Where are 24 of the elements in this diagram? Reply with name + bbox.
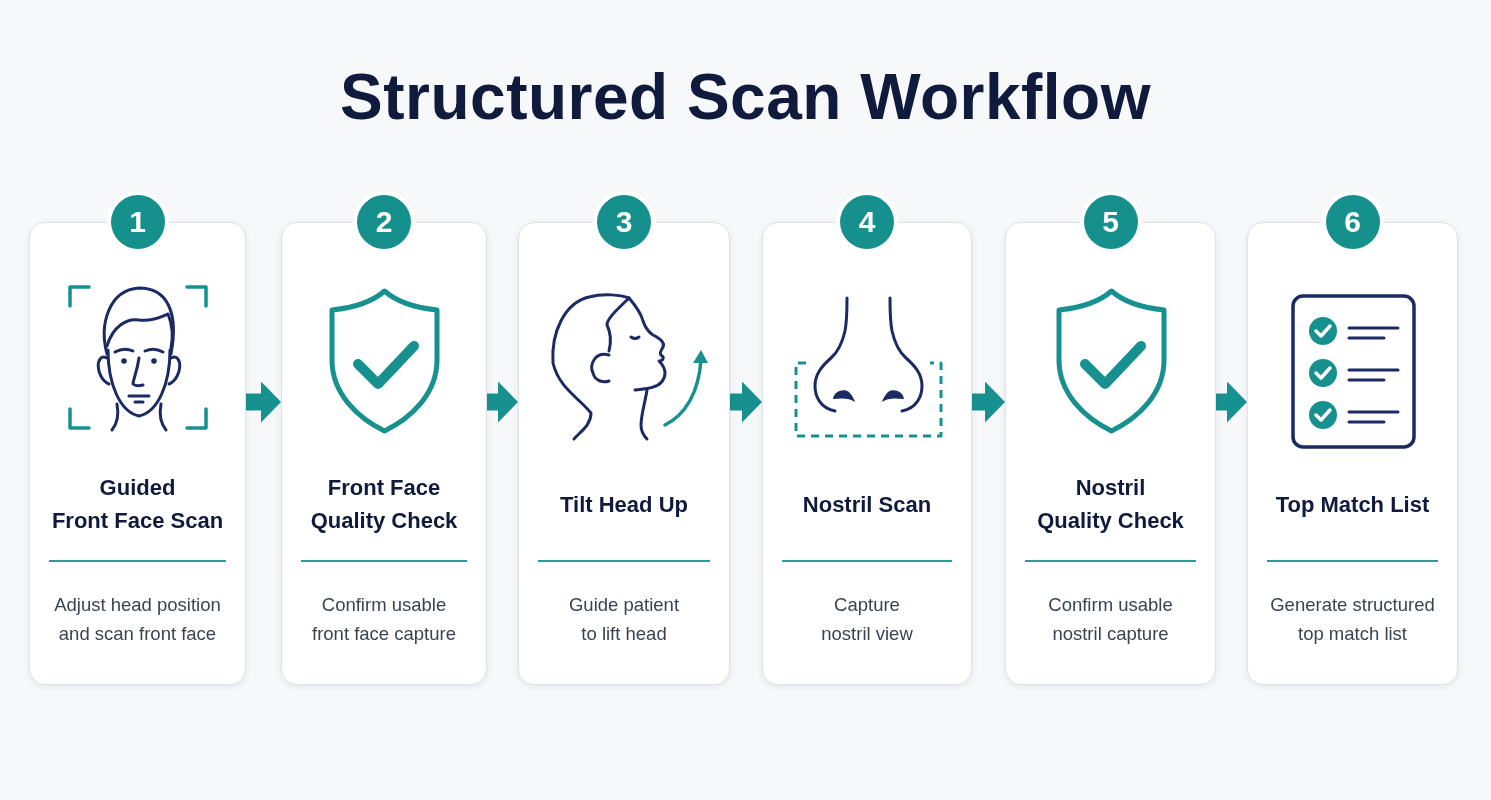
step-title: Nostril Quality Check	[1037, 474, 1184, 535]
step-description: Generate structured top match list	[1270, 593, 1435, 646]
step-title: Front Face Quality Check	[310, 474, 458, 535]
step-title: Top Match List	[1275, 490, 1430, 519]
diagram-title: Structured Scan Workflow	[340, 61, 1151, 133]
arrow	[972, 381, 1005, 423]
step-title: Tilt Head Up	[560, 490, 688, 519]
step-number: 3	[597, 195, 651, 249]
step-number: 6	[1325, 195, 1380, 249]
arrow	[487, 381, 518, 423]
step-number: 1	[110, 195, 165, 249]
arrow	[730, 381, 762, 423]
step-number: 5	[1083, 195, 1138, 249]
step-description: Capture nostril view	[821, 593, 913, 646]
step-title: Nostril Scan	[802, 490, 932, 519]
step-number: 4	[840, 195, 894, 249]
step-description: Guide patient to lift head	[568, 593, 680, 646]
arrow	[246, 381, 281, 423]
step-description: Confirm usable front face capture	[312, 593, 456, 646]
step-number: 2	[357, 195, 411, 249]
arrow	[1216, 381, 1247, 423]
step-description: Confirm usable nostril capture	[1048, 593, 1173, 646]
step-description: Adjust head position and scan front face	[54, 593, 221, 646]
step-title: Guided Front Face Scan	[51, 474, 224, 535]
